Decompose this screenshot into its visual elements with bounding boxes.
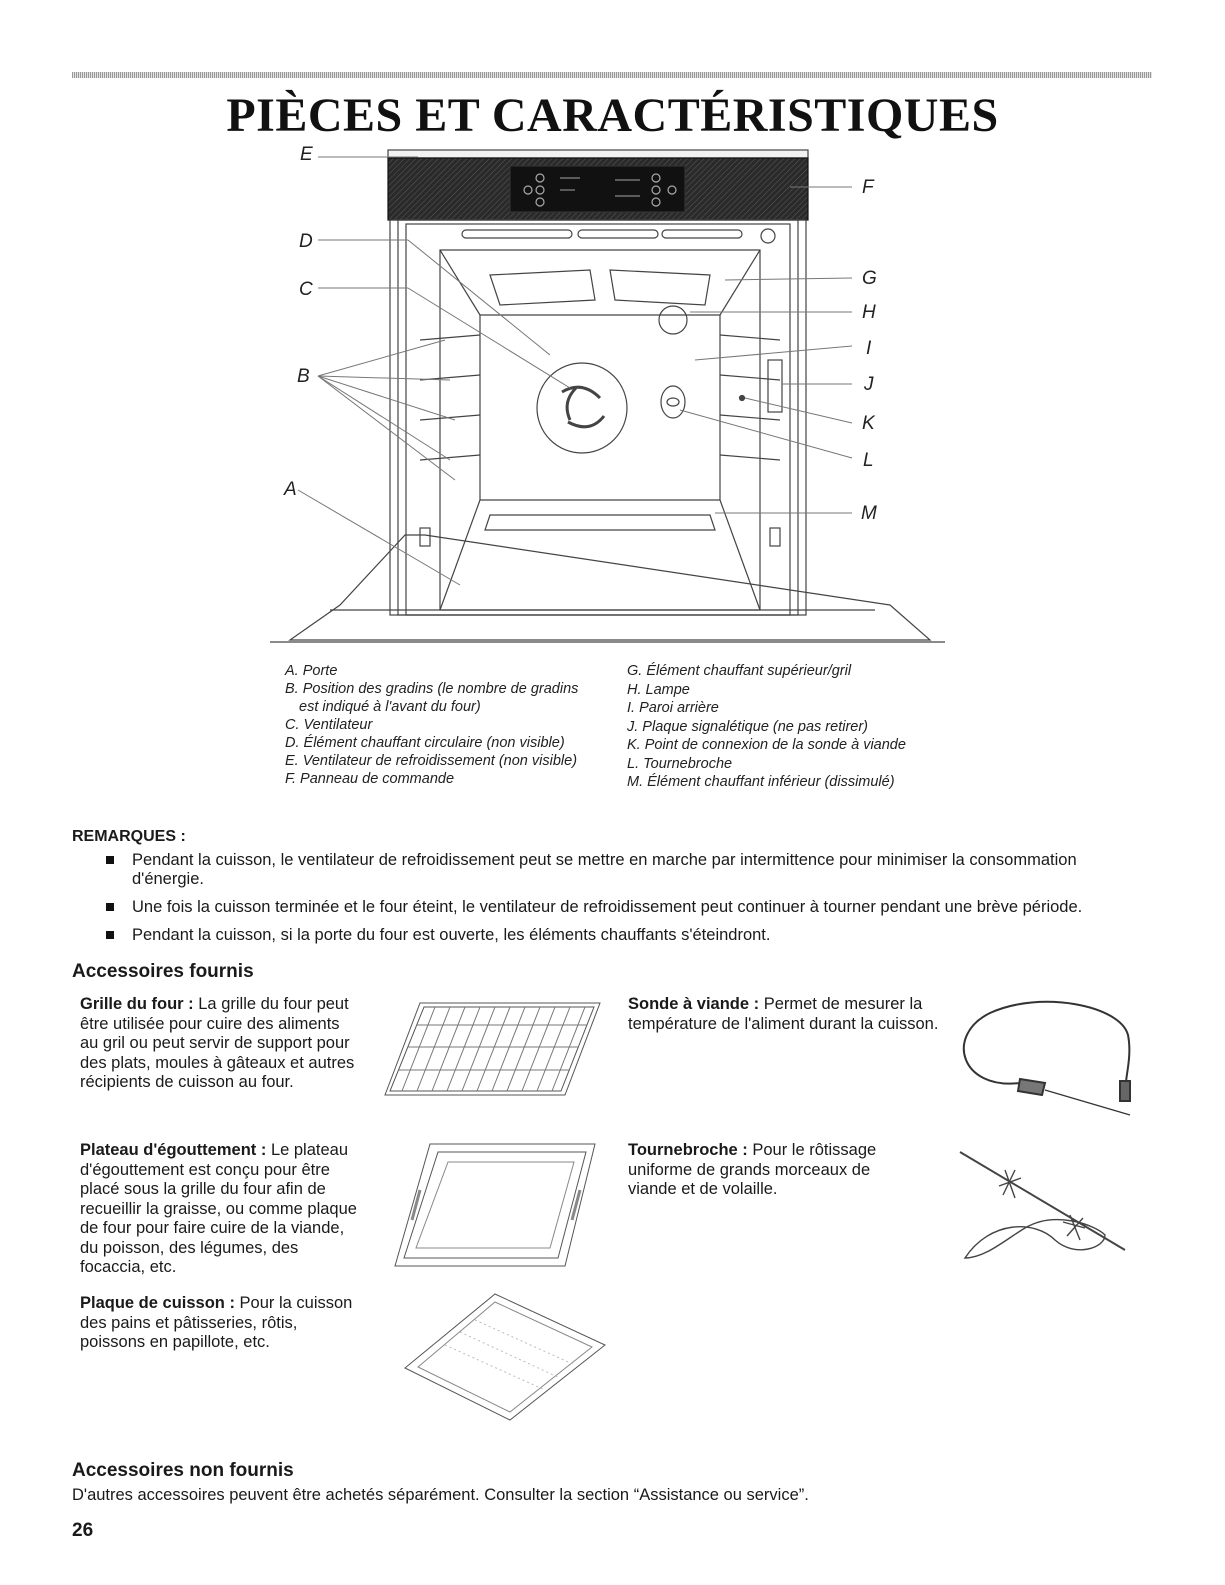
label-h: H <box>862 302 876 323</box>
rack-text: La grille du four peut être utilisée pou… <box>80 995 355 1091</box>
remark-text: Pendant la cuisson, si la porte du four … <box>132 926 771 944</box>
accessories-heading: Accessoires fournis <box>72 961 254 982</box>
label-f: F <box>862 177 874 198</box>
probe-description: Sonde à viande : Permet de mesurer la te… <box>628 995 948 1034</box>
rotisserie-description: Tournebroche : Pour le rôtissage uniform… <box>628 1141 908 1200</box>
legend-item: J. Plaque signalétique (ne pas retirer) <box>627 718 868 735</box>
top-divider <box>72 72 1152 78</box>
baking-tray-description: Plaque de cuisson : Pour la cuisson des … <box>80 1294 355 1353</box>
legend-item: I. Paroi arrière <box>627 700 719 716</box>
label-j: J <box>864 374 874 395</box>
legend-left: A. Porte B. Position des gradins (le nom… <box>285 662 578 788</box>
oven-rack-image <box>384 1002 601 1096</box>
baking-tray-text: Pour la cuisson des pains et pâtisseries… <box>80 1294 353 1351</box>
page-title: PIÈCES ET CARACTÉRISTIQUES <box>226 89 999 142</box>
probe-name: Sonde à viande : <box>628 995 760 1013</box>
label-g: G <box>862 268 877 289</box>
label-b: B <box>297 366 310 387</box>
legend-item: F. Panneau de commande <box>285 771 455 787</box>
legend-item: est indiqué à l'avant du four) <box>299 699 481 715</box>
remarks-list: Pendant la cuisson, le ventilateur de re… <box>106 851 1106 954</box>
legend-item: B. Position des gradins (le nombre de gr… <box>285 681 579 697</box>
bullet-icon <box>106 903 114 911</box>
probe-text: Permet de mesurer la température de l'al… <box>628 995 939 1033</box>
rack-name: Grille du four : <box>80 995 194 1013</box>
rotisserie-text: Pour le rôtissage uniforme de grands mor… <box>628 1141 877 1198</box>
legend-item: L. Tournebroche <box>627 755 733 772</box>
rotisserie-image <box>959 1151 1126 1259</box>
list-item: Pendant la cuisson, si la porte du four … <box>106 926 1106 945</box>
label-c: C <box>299 279 313 300</box>
label-a: A <box>284 479 297 500</box>
bullet-icon <box>106 856 114 864</box>
bullet-icon <box>106 931 114 939</box>
label-i: I <box>866 338 872 359</box>
drip-pan-description: Plateau d'égouttement : Le plateau d'égo… <box>80 1141 362 1278</box>
meat-probe-image <box>962 1000 1131 1116</box>
baking-tray-name: Plaque de cuisson : <box>80 1294 235 1312</box>
legend-item: C. Ventilateur <box>285 717 373 733</box>
remark-text: Pendant la cuisson, le ventilateur de re… <box>132 851 1077 888</box>
label-d: D <box>299 231 313 252</box>
remarks-heading: REMARQUES : <box>72 828 186 845</box>
legend-item: A. Porte <box>285 663 338 679</box>
legend-right: G. Élément chauffant supérieur/gril H. L… <box>627 662 906 792</box>
not-supplied-heading: Accessoires non fournis <box>72 1460 294 1481</box>
label-e: E <box>300 144 313 165</box>
list-item: Pendant la cuisson, le ventilateur de re… <box>106 851 1106 889</box>
drip-pan-text: Le plateau d'égouttement est conçu pour … <box>80 1141 357 1276</box>
rack-description: Grille du four : La grille du four peut … <box>80 995 360 1093</box>
remark-text: Une fois la cuisson terminée et le four … <box>132 898 1083 916</box>
drip-pan-name: Plateau d'égouttement : <box>80 1141 267 1159</box>
oven-diagram <box>270 149 945 643</box>
label-l: L <box>863 450 874 471</box>
rotisserie-name: Tournebroche : <box>628 1141 748 1159</box>
label-k: K <box>862 413 875 434</box>
legend-item: G. Élément chauffant supérieur/gril <box>627 663 852 679</box>
not-supplied-text: D'autres accessoires peuvent être acheté… <box>72 1486 809 1504</box>
legend-item: K. Point de connexion de la sonde à vian… <box>627 737 906 753</box>
legend-item: M. Élément chauffant inférieur (dissimul… <box>627 774 895 790</box>
legend-item: D. Élément chauffant circulaire (non vis… <box>285 735 565 751</box>
list-item: Une fois la cuisson terminée et le four … <box>106 898 1106 917</box>
page-number: 26 <box>72 1520 94 1541</box>
baking-tray-image <box>404 1293 606 1421</box>
label-m: M <box>861 503 877 524</box>
legend-item: E. Ventilateur de refroidissement (non v… <box>285 753 578 769</box>
drip-pan-image <box>394 1143 596 1267</box>
legend-item: H. Lampe <box>627 681 690 698</box>
